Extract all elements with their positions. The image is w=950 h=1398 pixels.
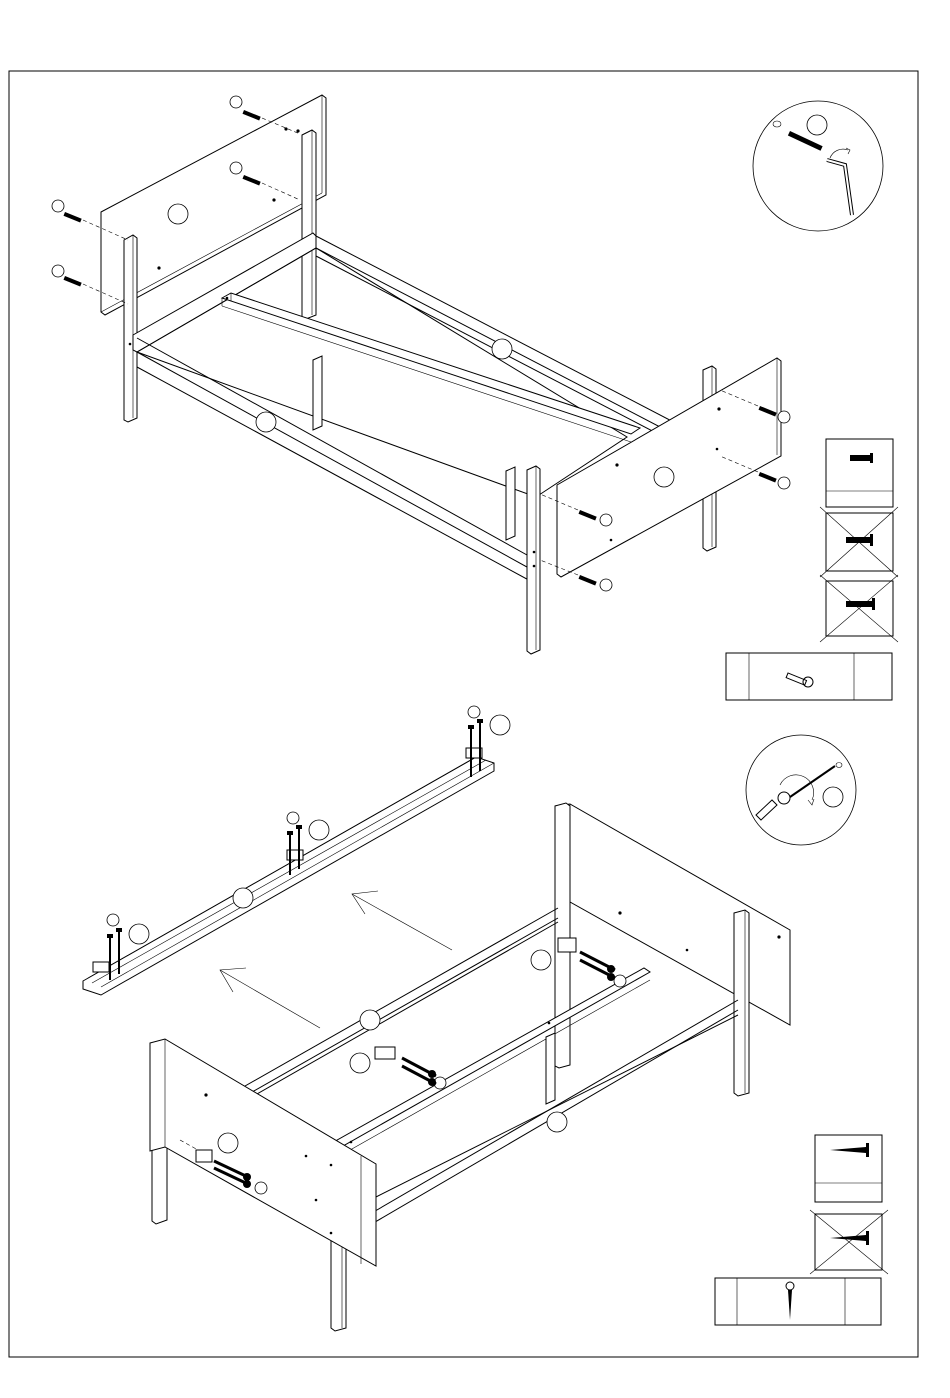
bracket-screws-middle xyxy=(350,1047,446,1089)
callout-footboard-front xyxy=(218,1133,238,1153)
medium-bolt-icon xyxy=(846,537,872,543)
long-bolt-icon xyxy=(846,601,874,607)
hardware-box-allen-bolt xyxy=(726,653,892,700)
allen-bolt-icon xyxy=(786,673,813,687)
callout-slat-rail xyxy=(233,888,253,908)
leg-front-right xyxy=(527,466,540,654)
insert-arrow-upper xyxy=(352,891,452,950)
short-bolt-icon xyxy=(850,455,872,461)
bracket-screws-back xyxy=(531,938,626,987)
support-leg-middle xyxy=(546,1033,555,1104)
allen-key-detail xyxy=(753,101,883,231)
callout-side-rail-front xyxy=(256,412,276,432)
hardware-box-wood-screw-ok xyxy=(815,1135,882,1202)
frame-assembly-step xyxy=(52,95,790,654)
bracket-left xyxy=(93,962,109,972)
callout-side-rail-back xyxy=(492,339,512,359)
hardware-box-wood-screw-part xyxy=(715,1278,881,1325)
leg-back-tall xyxy=(555,803,570,1068)
side-rail-assembly-step xyxy=(83,706,790,1331)
wood-screw-icon xyxy=(830,1231,869,1245)
hardware-box-short-bolt-ok xyxy=(826,439,893,507)
wood-screw-icon xyxy=(786,1282,794,1320)
leg-back-left xyxy=(302,130,316,319)
support-leg-middle-left xyxy=(313,356,322,430)
callout-front-rail xyxy=(547,1112,567,1132)
bed-frame-assembled xyxy=(150,803,790,1331)
callout-headboard xyxy=(168,204,188,224)
footboard-panel-front xyxy=(150,1039,376,1266)
wood-screw-icon xyxy=(830,1143,869,1157)
leg-right-tall xyxy=(734,910,749,1096)
slat-support-rail xyxy=(83,748,494,995)
insert-arrow-lower xyxy=(220,968,320,1028)
support-leg-middle-right xyxy=(506,467,515,540)
screwdriver-detail xyxy=(746,735,856,845)
hardware-box-long-bolt-wrong xyxy=(820,575,898,642)
callout-footboard xyxy=(654,467,674,487)
callout-back-rail xyxy=(360,1010,380,1030)
leg-front-left xyxy=(124,235,137,422)
bolt-group-step1 xyxy=(52,96,790,591)
hardware-box-medium-bolt-wrong xyxy=(820,507,898,577)
hardware-box-wood-screw-wrong xyxy=(810,1210,888,1274)
headboard-panel-back xyxy=(555,804,790,1065)
